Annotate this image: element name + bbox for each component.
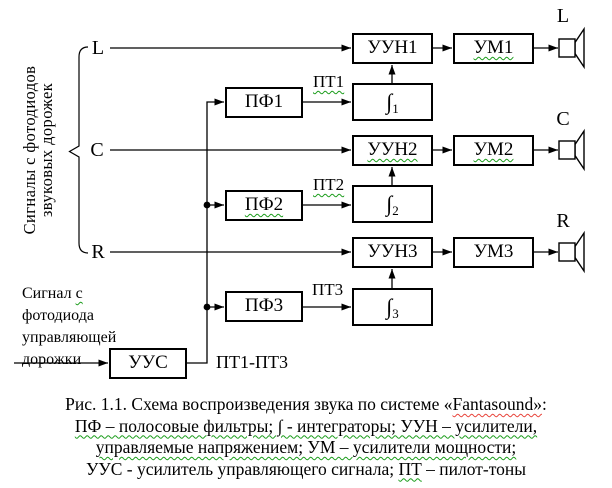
block-uun1: УУН1 [352,33,433,64]
control-signal-label: Сигнал с фотодиода управляющей дорожки [22,283,116,371]
block-uun2: УУН2 [352,135,433,166]
wire-uus-bus [187,98,224,364]
block-um1: УМ1 [453,33,534,64]
block-um2: УМ2 [453,135,534,166]
label-pt1-pt3: ПТ1-ПТ3 [216,352,288,372]
integral-icon: ∫ [386,191,393,216]
block-pf3: ПФ3 [225,291,303,322]
input-label-r: R [91,241,105,263]
speaker-icon-r [558,230,585,274]
integral-icon: ∫ [386,294,393,319]
block-uus: УУС [109,348,187,379]
caption-line-2: ПФ – полосовые фильтры; ∫ - интеграторы;… [74,415,538,436]
block-integrator-3: ∫3 [352,288,433,326]
control-signal-line4: дорожки [22,351,82,368]
caption-line-4: УУС - усилитель управляющего сигнала; ПТ… [85,458,527,479]
integral-icon: ∫ [386,89,393,114]
block-um3: УМ3 [453,237,534,268]
block-integrator-1: ∫1 [352,83,433,121]
label-pt3: ПТ3 [312,280,344,299]
output-label-c: C [556,108,570,130]
output-label-r: R [556,210,570,232]
caption-line-3: управляемые напряжением; УМ – усилители … [95,437,517,457]
input-label-c: C [90,139,104,161]
block-integrator-2: ∫2 [352,185,433,223]
input-label-l: L [91,37,105,59]
output-label-l: L [556,5,570,27]
group-brace [68,46,89,254]
speaker-icon-l [558,26,585,70]
label-pt1: ПТ1 [313,72,345,91]
label-pt2: ПТ2 [313,175,345,194]
photodiode-signals-label-line2: звуковых дорожек [37,82,56,218]
control-signal-line3: управляющей [22,329,117,346]
control-signal-line2: фотодиода [22,307,94,324]
junction-dot-pf3 [203,303,211,311]
caption-line-1: Рис. 1.1. Схема воспроизведения звука по… [65,394,547,414]
control-signal-line1: Сигнал с [22,285,83,302]
junction-dot-pf2 [203,201,211,209]
block-uun3: УУН3 [352,237,433,268]
block-pf2: ПФ2 [225,190,303,221]
figure-caption: Рис. 1.1. Схема воспроизведения звука по… [0,394,612,480]
block-pf1: ПФ1 [225,87,303,118]
speaker-icon-c [558,128,585,172]
